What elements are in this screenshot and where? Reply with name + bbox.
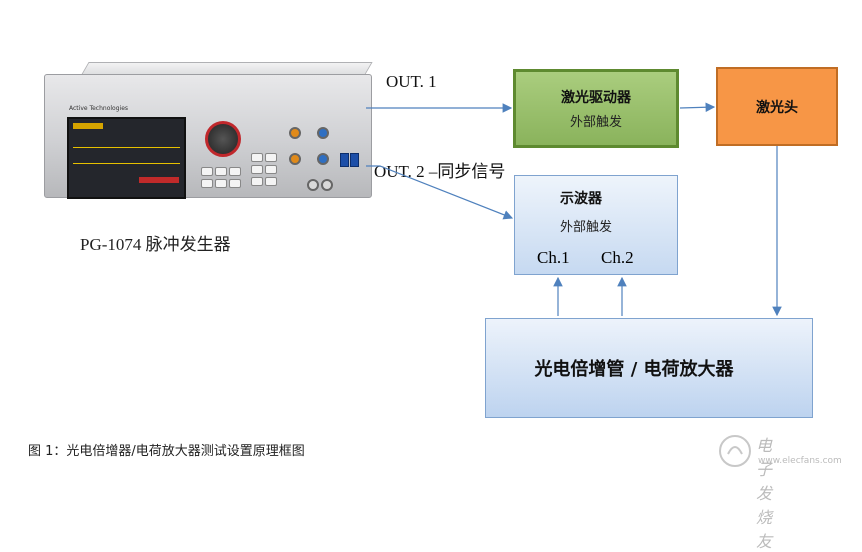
pulse-generator-device: Active Technologies bbox=[44, 62, 373, 199]
trigger-connector bbox=[307, 179, 319, 191]
laser-driver-subtitle: 外部触发 bbox=[569, 115, 622, 130]
rotary-knob bbox=[205, 121, 241, 157]
panel-key bbox=[251, 153, 263, 162]
arrow-driver-to-laser-head bbox=[679, 102, 716, 113]
usb-port bbox=[350, 153, 359, 167]
out1-label: OUT. 1 bbox=[386, 72, 437, 91]
panel-key bbox=[265, 153, 277, 162]
screen-status-bar bbox=[73, 123, 103, 129]
screen-waveform bbox=[73, 147, 180, 148]
panel-key bbox=[251, 177, 263, 186]
trigger-connector bbox=[321, 179, 333, 191]
pmt-amplifier-title: 光电倍增管 / 电荷放大器 bbox=[534, 359, 734, 380]
watermark-logo-icon bbox=[719, 435, 751, 467]
device-front-panel: Active Technologies bbox=[44, 74, 372, 199]
laser-head-block: 激光头 bbox=[716, 67, 838, 146]
watermark-url: www.elecfans.com bbox=[758, 456, 842, 466]
device-screen bbox=[67, 117, 186, 199]
panel-key bbox=[215, 167, 227, 176]
panel-key bbox=[229, 179, 241, 188]
panel-key bbox=[229, 167, 241, 176]
device-brand: Active Technologies bbox=[69, 105, 129, 112]
oscilloscope-block: 示波器 外部触发 Ch.1 Ch.2 bbox=[514, 175, 678, 275]
figure-caption: 图 1：光电倍增器/电荷放大器测试设置原理框图 bbox=[28, 444, 305, 459]
laser-head-title: 激光头 bbox=[756, 99, 798, 116]
panel-key bbox=[215, 179, 227, 188]
oscilloscope-title: 示波器 bbox=[560, 191, 602, 207]
panel-key bbox=[265, 177, 277, 186]
panel-key bbox=[265, 165, 277, 174]
laser-driver-title: 激光驱动器 bbox=[561, 90, 631, 106]
watermark-text: 电子发烧友 bbox=[756, 436, 773, 551]
usb-port bbox=[340, 153, 349, 167]
device-caption: PG-1074 脉冲发生器 bbox=[80, 235, 231, 254]
panel-key bbox=[201, 179, 213, 188]
pmt-amplifier-block: 光电倍增管 / 电荷放大器 bbox=[485, 318, 813, 418]
output-connector bbox=[289, 153, 301, 165]
oscilloscope-subtitle: 外部触发 bbox=[560, 220, 613, 235]
laser-driver-block: 激光驱动器 外部触发 bbox=[513, 69, 679, 148]
connector-arrows bbox=[366, 102, 782, 317]
oscilloscope-ch2-label: Ch.2 bbox=[601, 248, 634, 267]
output-connector bbox=[317, 127, 329, 139]
output-connector bbox=[317, 153, 329, 165]
screen-status-bar bbox=[139, 177, 179, 183]
panel-key bbox=[251, 165, 263, 174]
oscilloscope-ch1-label: Ch.1 bbox=[537, 248, 570, 267]
arrow-out2-to-oscilloscope bbox=[366, 165, 514, 220]
output-connector bbox=[289, 127, 301, 139]
screen-waveform bbox=[73, 163, 180, 164]
panel-key bbox=[201, 167, 213, 176]
